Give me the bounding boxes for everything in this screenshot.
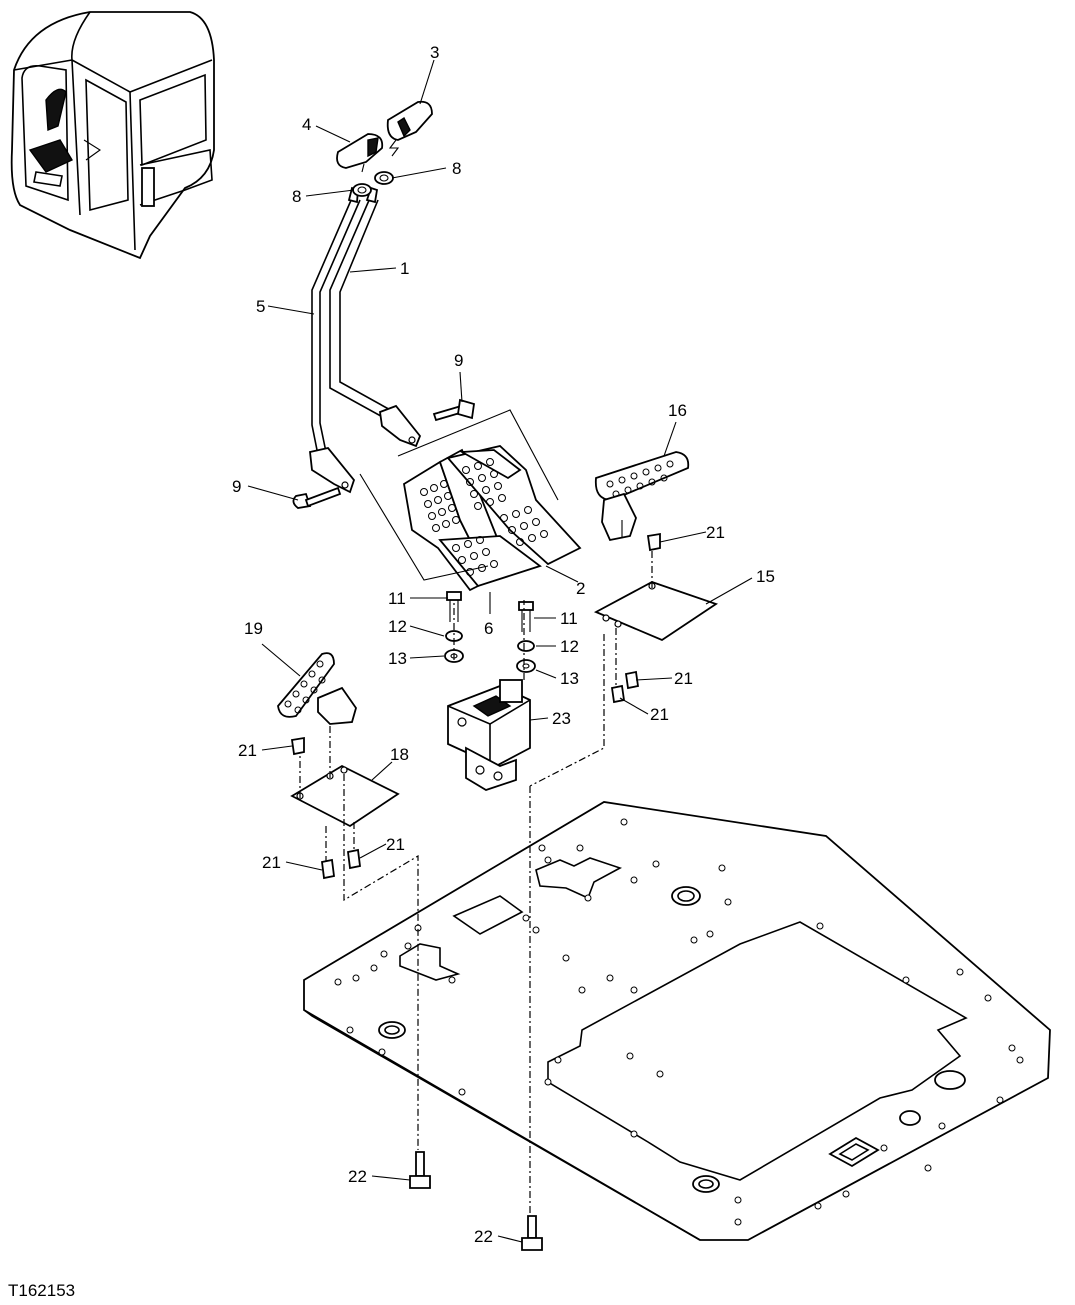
callout-11-left: 11	[388, 589, 406, 608]
callout-5: 5	[256, 297, 265, 316]
callout-15: 15	[756, 567, 775, 586]
callout-3: 3	[430, 43, 439, 62]
cab-floor-plate	[303, 801, 1051, 1241]
callout-21-e: 21	[386, 835, 405, 854]
callout-8-left: 8	[292, 187, 301, 206]
callout-4: 4	[302, 115, 311, 134]
callout-22-a: 22	[348, 1167, 367, 1186]
callout-1: 1	[400, 259, 409, 278]
callout-21-f: 21	[262, 853, 281, 872]
assembly-centerlines	[299, 548, 653, 1214]
pilot-valve	[447, 679, 531, 791]
callout-21-b: 21	[674, 669, 693, 688]
lever-bolts	[292, 398, 476, 509]
callout-13-right: 13	[560, 669, 579, 688]
callout-23: 23	[552, 709, 571, 728]
callout-2: 2	[576, 579, 585, 598]
callout-11-right: 11	[560, 609, 578, 628]
pedal-19	[277, 652, 357, 725]
callout-8-right: 8	[452, 159, 461, 178]
travel-pedals	[359, 409, 582, 592]
lever-knobs	[336, 100, 433, 173]
lock-nuts	[352, 171, 394, 197]
leader-lines	[247, 59, 753, 1243]
callout-19: 19	[244, 619, 263, 638]
callout-6: 6	[484, 619, 493, 638]
callout-18: 18	[390, 745, 409, 764]
callout-16: 16	[668, 401, 687, 420]
cab-locator-illustration	[10, 11, 215, 260]
valve-mount-hardware	[444, 591, 536, 673]
callout-12-right: 12	[560, 637, 579, 656]
callout-9-lower: 9	[232, 477, 241, 496]
callout-21-c: 21	[650, 705, 669, 724]
pedal-16	[594, 451, 690, 542]
callout-12-left: 12	[388, 617, 407, 636]
callout-21-d: 21	[238, 741, 257, 760]
floor-bolts	[409, 1151, 543, 1251]
lever-assembly	[309, 186, 422, 494]
callout-9-upper: 9	[454, 351, 463, 370]
figure-id: T162153	[8, 1281, 75, 1300]
callout-13-left: 13	[388, 649, 407, 668]
cover-plate-18	[290, 736, 400, 880]
callout-labels: 1 2 3 4 5 6 8 8 9 9 11 11 12 12 13 13 15…	[232, 43, 775, 1246]
callout-21-a: 21	[706, 523, 725, 542]
cover-plate-15	[593, 532, 719, 704]
callout-22-b: 22	[474, 1227, 493, 1246]
